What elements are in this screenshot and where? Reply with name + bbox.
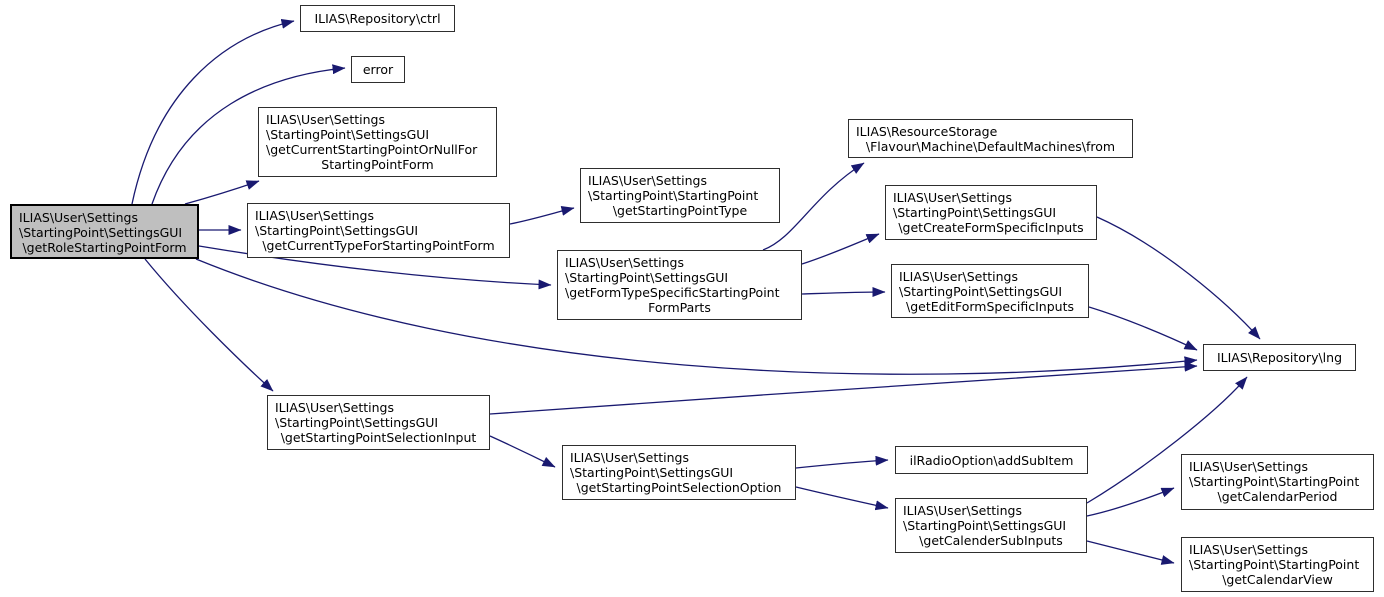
node-label-line: ILIAS\ResourceStorage xyxy=(856,124,998,139)
node-label-line: \StartingPoint\SettingsGUI xyxy=(275,415,439,430)
node-label-line: ILIAS\User\Settings xyxy=(893,190,1013,205)
node-label-line: ILIAS\Repository\ctrl xyxy=(314,11,441,26)
edge-root-selinput xyxy=(144,258,274,392)
node-label-line: ILIAS\User\Settings xyxy=(266,112,386,127)
edge-formparts-editinputs xyxy=(801,287,886,298)
node-getCalendarView[interactable]: ILIAS\User\Settings \StartingPoint\Start… xyxy=(1181,537,1374,592)
node-label-line: \StartingPoint\SettingsGUI xyxy=(19,225,183,240)
node-ctrl[interactable]: ILIAS\Repository\ctrl xyxy=(300,5,455,32)
edge-formparts-from xyxy=(762,162,865,251)
edge-root-lng xyxy=(195,258,1198,375)
node-getEditFormSpecificInputs[interactable]: ILIAS\User\Settings \StartingPoint\Setti… xyxy=(891,264,1089,318)
node-getStartingPointType[interactable]: ILIAS\User\Settings \StartingPoint\Start… xyxy=(580,168,780,223)
node-label-line: ILIAS\User\Settings xyxy=(899,269,1019,284)
node-label-line: \StartingPoint\StartingPoint xyxy=(1189,557,1360,572)
node-label-line: \getRoleStartingPointForm xyxy=(22,240,187,255)
edge-selinput-seloption xyxy=(489,435,556,468)
edge-createinputs-lng xyxy=(1096,216,1261,340)
node-label-line: ILIAS\User\Settings xyxy=(570,450,690,465)
node-label-line: \getCalendarView xyxy=(1222,572,1333,587)
node-label-line: ILIAS\Repository\lng xyxy=(1216,350,1343,365)
node-label-line: \getStartingPointSelectionInput xyxy=(280,430,477,445)
node-label-line: \StartingPoint\SettingsGUI xyxy=(565,270,729,285)
edge-root-error xyxy=(151,64,346,205)
edge-root-formparts xyxy=(198,245,552,290)
edge-calsub-lng xyxy=(1086,376,1248,504)
node-label-line: \getFormTypeSpecificStartingPoint xyxy=(565,285,780,300)
node-defaultmachines-from[interactable]: ILIAS\ResourceStorage \Flavour\Machine\D… xyxy=(848,119,1133,158)
edge-calsub-calview xyxy=(1086,540,1175,565)
edge-formparts-createinputs xyxy=(801,233,880,265)
node-label-line: \StartingPoint\StartingPoint xyxy=(588,188,759,203)
node-error[interactable]: error xyxy=(351,56,405,83)
node-label-line: \getCreateFormSpecificInputs xyxy=(898,220,1084,235)
node-label-line: FormParts xyxy=(648,300,711,315)
node-label-line: \StartingPoint\SettingsGUI xyxy=(903,518,1067,533)
node-label-line: \StartingPoint\SettingsGUI xyxy=(570,465,734,480)
node-getCurrentStartingPointOrNullForStartingPointForm[interactable]: ILIAS\User\Settings \StartingPoint\Setti… xyxy=(258,107,497,177)
edge-calsub-calperiod xyxy=(1086,487,1175,517)
node-getCalendarPeriod[interactable]: ILIAS\User\Settings \StartingPoint\Start… xyxy=(1181,454,1374,510)
node-label-line: \getEditFormSpecificInputs xyxy=(906,299,1074,314)
edge-root-ctrl xyxy=(131,18,295,205)
node-label-line: ilRadioOption\addSubItem xyxy=(909,452,1074,468)
node-label-line: \getCurrentStartingPointOrNullFor xyxy=(266,142,478,157)
node-label-line: error xyxy=(362,62,394,77)
node-label-line: \Flavour\Machine\DefaultMachines\from xyxy=(865,139,1116,154)
edge-editinputs-lng xyxy=(1088,306,1198,351)
node-label-line: \getStartingPointType xyxy=(612,203,748,218)
node-getFormTypeSpecificStartingPointFormParts[interactable]: ILIAS\User\Settings \StartingPoint\Setti… xyxy=(557,250,802,320)
node-getStartingPointSelectionOption[interactable]: ILIAS\User\Settings \StartingPoint\Setti… xyxy=(562,445,796,500)
node-label-line: \getCurrentTypeForStartingPointForm xyxy=(262,238,495,253)
node-label-line: ILIAS\User\Settings xyxy=(1189,459,1309,474)
node-getCreateFormSpecificInputs[interactable]: ILIAS\User\Settings \StartingPoint\Setti… xyxy=(885,185,1097,240)
node-label-line: \getCalenderSubInputs xyxy=(919,533,1063,548)
edge-seloption-addsubitem xyxy=(795,455,889,469)
node-label-line: \getStartingPointSelectionOption xyxy=(576,480,782,495)
node-getCalenderSubInputs[interactable]: ILIAS\User\Settings \StartingPoint\Setti… xyxy=(895,498,1087,553)
node-getRoleStartingPointForm[interactable]: ILIAS\User\Settings \StartingPoint\Setti… xyxy=(10,204,199,259)
node-label-line: ILIAS\User\Settings xyxy=(1189,542,1309,557)
edge-currenttype-pointtype xyxy=(509,206,575,225)
edge-selinput-lng xyxy=(489,361,1198,415)
node-label-line: ILIAS\User\Settings xyxy=(19,210,139,225)
node-label-line: \StartingPoint\SettingsGUI xyxy=(255,223,419,238)
node-label-line: \StartingPoint\SettingsGUI xyxy=(899,284,1063,299)
node-getCurrentTypeForStartingPointForm[interactable]: ILIAS\User\Settings \StartingPoint\Setti… xyxy=(247,203,510,258)
node-label-line: ILIAS\User\Settings xyxy=(588,173,708,188)
edge-seloption-calsub xyxy=(795,486,889,511)
node-label-line: \StartingPoint\SettingsGUI xyxy=(893,205,1057,220)
node-label-line: \StartingPoint\StartingPoint xyxy=(1189,474,1360,489)
node-getStartingPointSelectionInput[interactable]: ILIAS\User\Settings \StartingPoint\Setti… xyxy=(267,395,490,450)
edge-root-ornull xyxy=(184,180,260,205)
node-label-line: ILIAS\User\Settings xyxy=(255,208,375,223)
node-label-line: ILIAS\User\Settings xyxy=(275,400,395,415)
node-lng[interactable]: ILIAS\Repository\lng xyxy=(1203,344,1356,371)
node-label-line: \StartingPoint\SettingsGUI xyxy=(266,127,430,142)
node-addSubItem[interactable]: ilRadioOption\addSubItem xyxy=(895,446,1088,474)
node-label-line: \getCalendarPeriod xyxy=(1217,489,1338,504)
node-label-line: StartingPointForm xyxy=(321,157,434,172)
node-label-line: ILIAS\User\Settings xyxy=(565,255,685,270)
node-label-line: ILIAS\User\Settings xyxy=(903,503,1023,518)
